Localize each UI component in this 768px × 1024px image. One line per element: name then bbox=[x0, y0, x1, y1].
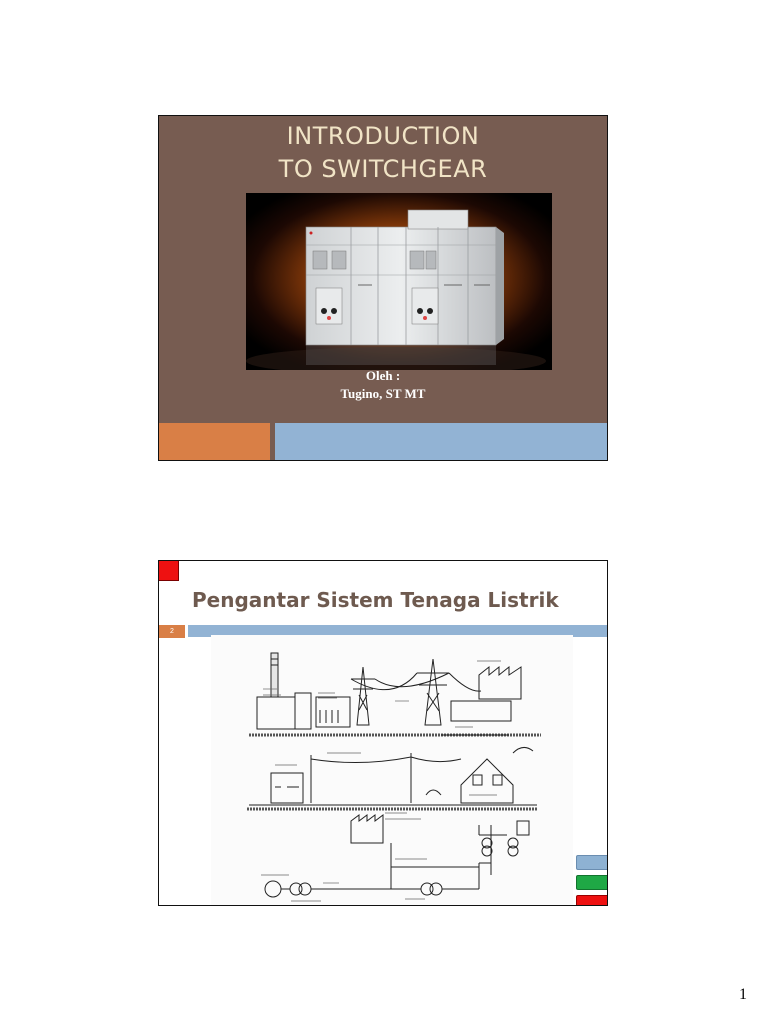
author-name: Tugino, ST MT bbox=[340, 386, 426, 401]
factory-drawing bbox=[450, 665, 522, 722]
power-system-diagram bbox=[211, 635, 573, 905]
slide-2: Pengantar Sistem Tenaga Listrik 2 bbox=[158, 560, 608, 906]
header-bar-blue bbox=[188, 625, 607, 637]
title-line-1: INTRODUCTION bbox=[286, 122, 480, 150]
switchgear-photo bbox=[246, 193, 552, 370]
slide-1: INTRODUCTION TO SWITCHGEAR bbox=[158, 115, 608, 461]
corner-red-square bbox=[159, 561, 179, 581]
slide-number: 2 bbox=[159, 625, 185, 638]
accent-bar-blue bbox=[275, 423, 607, 460]
page-number: 1 bbox=[739, 986, 747, 1003]
single-line-schematic-drawing bbox=[264, 814, 530, 898]
transmission-towers-drawing bbox=[350, 658, 482, 726]
accent-bar-orange bbox=[159, 423, 270, 460]
power-plant-drawing bbox=[256, 652, 351, 730]
green-nav-button[interactable] bbox=[576, 875, 607, 890]
byline-label: Oleh : bbox=[365, 368, 401, 383]
red-nav-button[interactable] bbox=[576, 895, 607, 905]
blue-nav-button[interactable] bbox=[576, 855, 607, 870]
slide-heading: Pengantar Sistem Tenaga Listrik bbox=[192, 588, 559, 612]
title-line-2: TO SWITCHGEAR bbox=[278, 155, 488, 183]
author-byline: Oleh : Tugino, ST MT bbox=[159, 367, 607, 403]
distribution-row-drawing bbox=[247, 747, 537, 811]
slide-title: INTRODUCTION TO SWITCHGEAR bbox=[159, 120, 607, 186]
